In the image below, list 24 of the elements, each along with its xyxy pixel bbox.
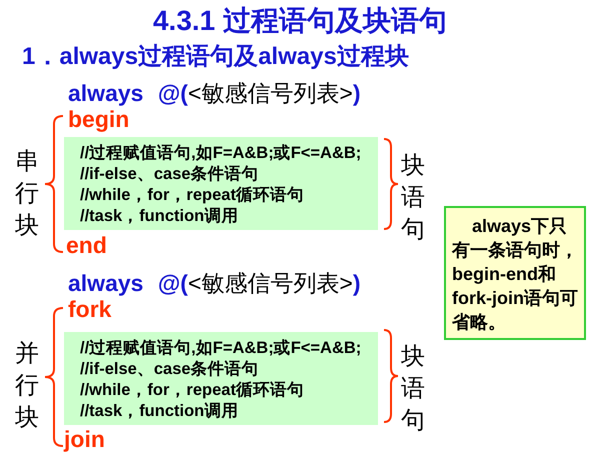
code-box	[64, 137, 378, 230]
keyword-label: fork	[68, 296, 112, 322]
block-label: 块语句	[400, 151, 426, 245]
keyword-label: join	[64, 426, 105, 452]
keyword-label: begin	[68, 106, 130, 132]
slide-title: 4.3.1 过程语句及块语句	[152, 4, 448, 38]
code-comment: //if-else、case条件语句	[80, 359, 260, 380]
section-heading: 1．always过程语句及always过程块	[22, 43, 409, 71]
code-comment: //while，for，repeat循环语句	[80, 380, 305, 401]
block-label: 块语句	[400, 342, 426, 436]
code-comment: //while，for，repeat循环语句	[80, 185, 305, 206]
always-statement: always @(<敏感信号列表>)	[68, 80, 360, 107]
always-statement: always @(<敏感信号列表>)	[68, 270, 360, 297]
note-box	[444, 206, 586, 340]
block-label: 串行块	[14, 147, 40, 241]
keyword-label: end	[66, 232, 107, 258]
code-comment: //过程赋值语句,如F=A&B;或F<=A&B;	[80, 338, 362, 359]
code-box	[64, 332, 378, 425]
code-comment: //过程赋值语句,如F=A&B;或F<=A&B;	[80, 143, 362, 164]
note-text: always下只有一条语句时，begin-end和fork-join语句可省略。	[452, 215, 579, 334]
code-comment: //if-else、case条件语句	[80, 164, 260, 185]
code-comment: //task，function调用	[80, 206, 240, 227]
block-label: 并行块	[14, 339, 40, 433]
code-comment: //task，function调用	[80, 401, 240, 422]
